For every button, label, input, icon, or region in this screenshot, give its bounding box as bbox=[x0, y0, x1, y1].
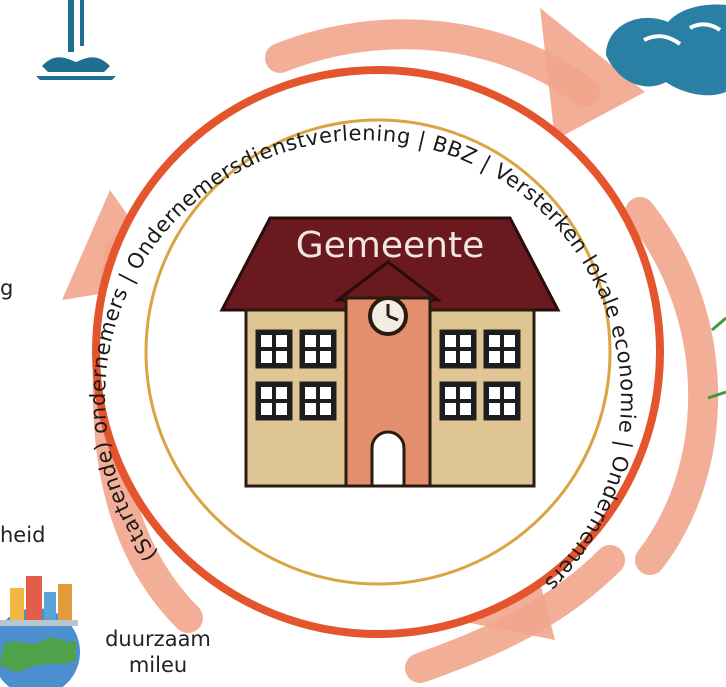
cloud-icon bbox=[606, 4, 726, 96]
inner-gold-ring bbox=[144, 118, 612, 586]
town-hall-illustration: Gemeente bbox=[219, 216, 561, 488]
plant-icon bbox=[707, 316, 726, 400]
center-title: Gemeente bbox=[296, 225, 485, 266]
arrow-head-top-right bbox=[540, 8, 645, 140]
left-label-bottom: heid bbox=[0, 523, 45, 547]
city-globe-icon bbox=[0, 576, 80, 687]
arrow-right bbox=[625, 197, 719, 575]
left-label-top: g bbox=[0, 276, 13, 300]
water-fountain-icon bbox=[36, 0, 116, 80]
caption-line-2: mileu bbox=[129, 653, 187, 677]
door bbox=[370, 430, 406, 488]
window-panes bbox=[261, 335, 515, 415]
caption-line-1: duurzaam bbox=[105, 627, 211, 651]
